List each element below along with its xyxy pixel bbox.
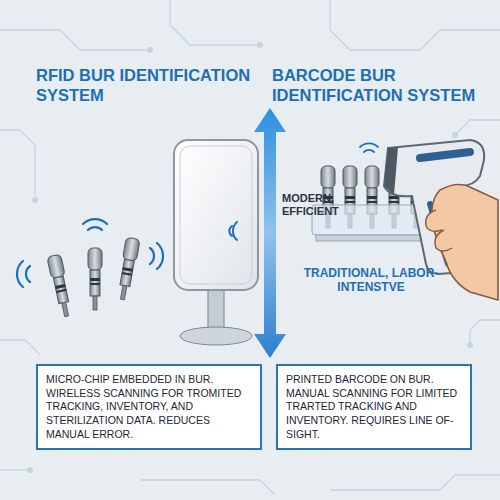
- description-box: MICRO-CHIP EMBEDDED IN BUR. WIRELESS SCA…: [36, 364, 262, 450]
- trait-label: MODERN, EFFICIENT: [282, 192, 354, 218]
- section-title: RFID BUR IDENTIFICATION SYSTEM: [36, 66, 268, 106]
- trait-label: TRADITIONAL, LABOR-INTENSTVE: [286, 266, 456, 295]
- section-title: BARCODE BUR IDENTIFICATION SYSTEM: [272, 66, 494, 106]
- box-text: MICRO-CHIP EMBEDDED IN BUR. WIRELESS SCA…: [46, 373, 252, 441]
- description-box: PRINTED BARCODE ON BUR. MANUAL SCANNING …: [276, 364, 472, 450]
- box-text: PRINTED BARCODE ON BUR. MANUAL SCANNING …: [286, 373, 462, 441]
